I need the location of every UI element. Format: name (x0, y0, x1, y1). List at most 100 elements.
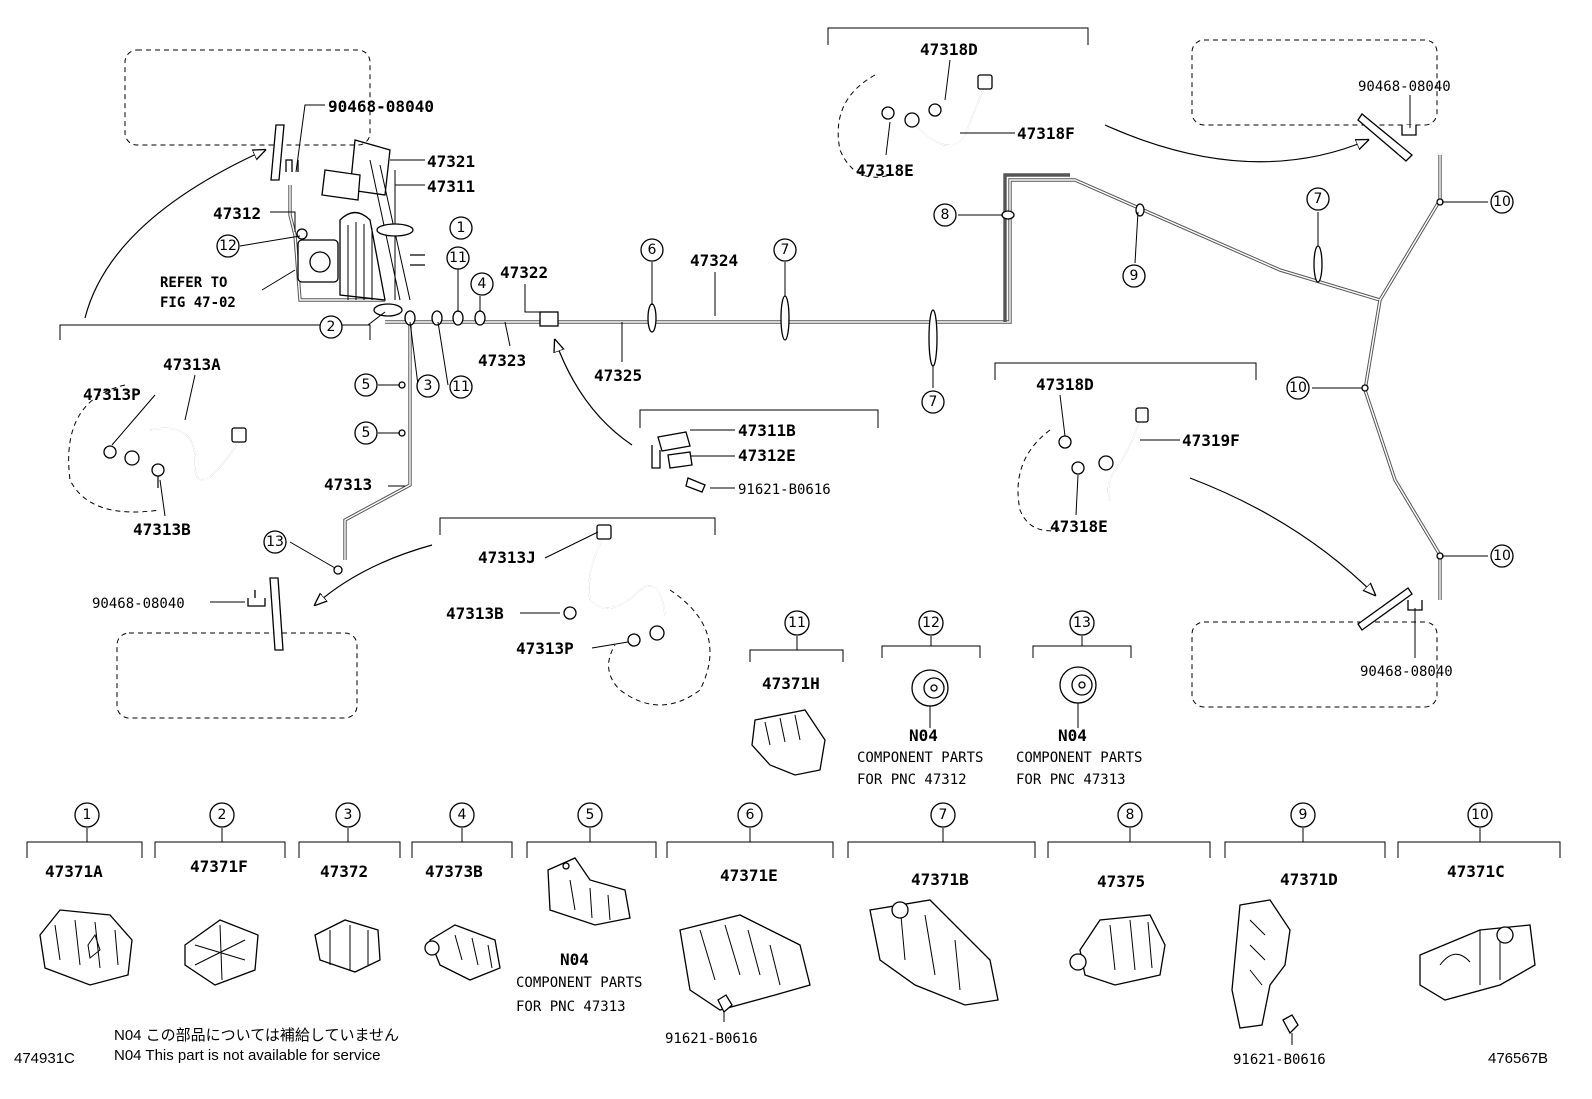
hanger-parts (247, 113, 1423, 651)
svg-text:47371H: 47371H (762, 674, 820, 693)
footer-notes: N04 この部品については補給していません N04 This part is n… (14, 1027, 1548, 1067)
svg-text:10: 10 (1289, 380, 1307, 396)
refer-to-line1: REFER TO (160, 275, 227, 291)
svg-text:47372: 47372 (320, 862, 368, 881)
svg-text:47375: 47375 (1097, 872, 1145, 891)
bottom-part-10: 10 47371C (1447, 802, 1505, 881)
svg-text:47371A: 47371A (45, 862, 103, 881)
bottom-part-7: 7 47371B (911, 802, 969, 889)
label-91621-mid: 91621-B0616 (738, 482, 831, 498)
label-47319F: 47319F (1182, 431, 1240, 450)
master-cylinder-assembly (297, 139, 425, 317)
svg-text:3: 3 (344, 807, 353, 823)
label-47322: 47322 (500, 263, 548, 282)
svg-text:9: 9 (1299, 807, 1308, 823)
hose-detail-47313J (563, 524, 711, 706)
region-box-bottom-left (116, 632, 358, 719)
label-90468-br: 90468-08040 (1360, 664, 1453, 680)
svg-text:FOR PNC 47313: FOR PNC 47313 (516, 999, 626, 1015)
region-box-top-right (1191, 39, 1438, 126)
callouts: 1 12 11 4 2 3 11 5 5 13 6 7 7 8 9 7 10 1… (216, 187, 1514, 568)
label-47313B-mid: 47313B (446, 604, 504, 623)
brake-line-routing (288, 155, 1442, 600)
bottom-part-9: 9 47371D 91621-B0616 (1233, 802, 1338, 1068)
svg-text:13: 13 (1073, 615, 1091, 631)
callout-1: 1 (449, 216, 473, 240)
bottom-row-brackets (26, 828, 1561, 858)
refer-to-line2: FIG 47-02 (160, 295, 236, 311)
svg-text:47371B: 47371B (911, 870, 969, 889)
svg-text:4: 4 (458, 807, 467, 823)
note-english: N04 This part is not available for servi… (114, 1047, 381, 1064)
svg-text:7: 7 (929, 394, 938, 410)
bottom-parts-labels: 1 47371A 2 47371F 3 47372 4 47373B 5 N04… (45, 802, 1505, 1068)
line-clip-markers (296, 198, 1444, 575)
hose-detail-47318F (837, 74, 993, 178)
svg-text:6: 6 (648, 242, 657, 258)
svg-text:8: 8 (1126, 807, 1135, 823)
callout-12: 12 (216, 234, 240, 258)
callout-7-a: 7 (773, 238, 797, 262)
svg-text:COMPONENT PARTS: COMPONENT PARTS (516, 975, 642, 991)
label-47313P-left: 47313P (83, 385, 141, 404)
callout-2: 2 (319, 315, 343, 339)
svg-text:FOR PNC 47313: FOR PNC 47313 (1016, 772, 1126, 788)
callout-10-a: 10 (1490, 190, 1514, 214)
label-47313P-mid: 47313P (516, 639, 574, 658)
svg-text:12: 12 (922, 615, 940, 631)
region-box-bottom-right (1191, 621, 1438, 708)
label-47313A: 47313A (163, 355, 221, 374)
callout-7-b: 7 (921, 390, 945, 414)
callout-7-c: 7 (1306, 187, 1330, 211)
label-47318E-mid: 47318E (1050, 517, 1108, 536)
label-47311B: 47311B (738, 421, 796, 440)
label-90468-bl: 90468-08040 (92, 596, 185, 612)
flow-arrows (84, 124, 1375, 605)
mid-part-13: 13 N04 COMPONENT PARTS FOR PNC 47313 (1016, 610, 1142, 788)
group-brackets (59, 27, 1257, 535)
svg-text:N04: N04 (1058, 726, 1087, 745)
svg-text:8: 8 (941, 207, 950, 223)
hose-detail-47319F (1017, 407, 1149, 532)
label-47313: 47313 (324, 475, 372, 494)
label-47311: 47311 (427, 177, 475, 196)
bottom-part-4: 4 47373B (425, 802, 483, 881)
svg-text:47371F: 47371F (190, 857, 248, 876)
svg-text:10: 10 (1493, 548, 1511, 564)
svg-text:11: 11 (452, 379, 470, 395)
label-47318D-mid: 47318D (1036, 375, 1094, 394)
svg-text:13: 13 (266, 534, 284, 550)
diagram-id-right: 476567B (1488, 1050, 1548, 1067)
region-box-top-left (124, 49, 371, 146)
label-47312E: 47312E (738, 446, 796, 465)
svg-text:4: 4 (478, 276, 487, 292)
callout-10-c: 10 (1490, 544, 1514, 568)
mid-detail-brackets (749, 636, 1132, 662)
svg-text:5: 5 (362, 377, 371, 393)
svg-text:5: 5 (362, 425, 371, 441)
callout-8: 8 (933, 203, 957, 227)
svg-text:1: 1 (457, 220, 466, 236)
svg-text:91621-B0616: 91621-B0616 (1233, 1052, 1326, 1068)
hose-detail-47313A (68, 384, 247, 513)
bottom-part-6: 6 47371E 91621-B0616 (665, 802, 778, 1047)
label-47321: 47321 (427, 152, 475, 171)
svg-text:1: 1 (83, 807, 92, 823)
svg-text:2: 2 (218, 807, 227, 823)
svg-text:47371C: 47371C (1447, 862, 1505, 881)
label-47312: 47312 (213, 204, 261, 223)
diagram-id-left: 474931C (14, 1050, 75, 1067)
svg-text:N04: N04 (909, 726, 938, 745)
svg-text:N04: N04 (560, 950, 589, 969)
note-japanese: N04 この部品については補給していません (114, 1027, 399, 1044)
callout-5-bottom: 5 (354, 421, 378, 445)
callout-11-bottom: 11 (449, 375, 473, 399)
callout-5-top: 5 (354, 373, 378, 397)
bracket-group-47311B (651, 431, 706, 493)
svg-text:91621-B0616: 91621-B0616 (665, 1031, 758, 1047)
label-47318E-top: 47318E (856, 161, 914, 180)
svg-text:47373B: 47373B (425, 862, 483, 881)
callout-13: 13 (263, 530, 287, 554)
callout-6: 6 (640, 238, 664, 262)
